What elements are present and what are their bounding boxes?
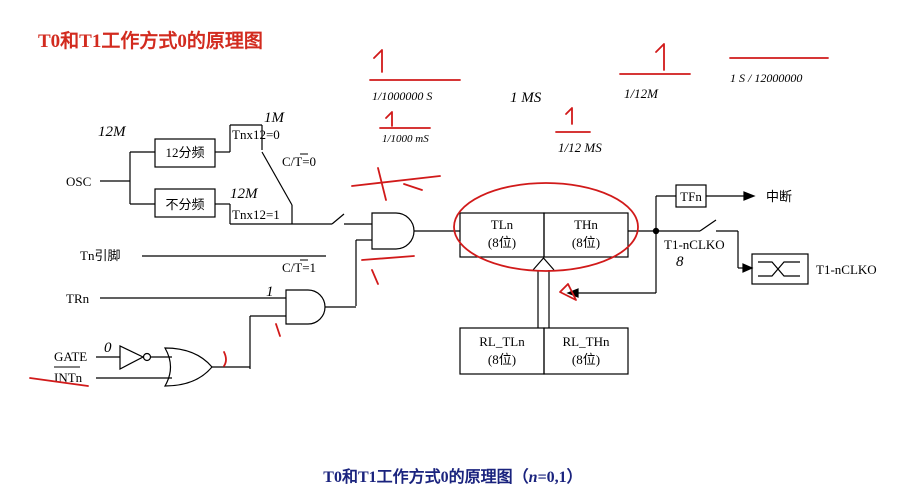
hw-1-12m-text: 1/12M — [624, 86, 659, 101]
nodiv-label: 不分频 — [165, 197, 204, 212]
hw-1us-text: 1 MS — [510, 90, 542, 106]
hw-ms-num — [385, 111, 393, 127]
intn-label: INTn — [54, 370, 83, 385]
hw-frac1-num — [373, 49, 383, 73]
hw-0-text: 0 — [104, 340, 112, 356]
hw-or-mark — [223, 351, 227, 367]
caption-suffix: =0,1） — [537, 469, 583, 486]
and-gate-1 — [371, 212, 415, 250]
or-gate — [163, 347, 213, 387]
hw-1m-text: 1M — [264, 110, 286, 126]
interrupt-arrow-head — [743, 191, 756, 201]
tfn-label: TFn — [680, 189, 702, 204]
clko-mid-label: T1-nCLKO — [664, 237, 725, 252]
caption-prefix: T0和T1工作方式0的原理图（ — [323, 469, 529, 486]
hw-1-text: 1 — [266, 284, 274, 300]
clko-switch-blade — [699, 219, 717, 232]
hw-1s-text: 1 S / 12000000 — [730, 71, 802, 85]
tnx12-1-label: Tnx12=1 — [232, 207, 280, 222]
clko-arrow-head — [742, 263, 754, 273]
rl-thn-box — [543, 327, 629, 375]
caption-n: n — [528, 469, 538, 486]
and-gate-2 — [285, 289, 326, 325]
hw-intn-underline — [29, 377, 89, 387]
hw-triangle — [559, 283, 577, 301]
thn-label: THn — [574, 217, 598, 232]
thn-box — [543, 212, 629, 258]
hw-frac1-text: 1/1000000 S — [372, 89, 432, 103]
ct-1-label: C/T=1 — [282, 260, 316, 275]
interrupt-label: 中断 — [766, 189, 792, 204]
div12-box — [154, 138, 216, 168]
hw-tick-1 — [275, 323, 281, 337]
tln-bits-label: (8位) — [488, 235, 516, 250]
tnx12-0-label: Tnx12=0 — [232, 127, 280, 142]
hw-1-12us-num — [565, 107, 573, 125]
reload-arrow-head — [532, 257, 555, 271]
osc-label: OSC — [66, 174, 91, 189]
hw-ms-text: 1/1000 mS — [382, 133, 429, 145]
not-gate — [119, 345, 145, 370]
rl-tln-label: RL_TLn — [479, 334, 525, 349]
toggle-box — [751, 253, 809, 285]
trn-label: TRn — [66, 291, 90, 306]
tnx12-switch-blade — [261, 151, 293, 206]
hw-1-12us-text: 1/12 MS — [558, 140, 602, 155]
rl-tln-bits-label: (8位) — [488, 352, 516, 367]
hw-clock-arrow — [351, 167, 441, 201]
rl-thn-bits-label: (8位) — [572, 352, 600, 367]
hw-12m-b-text: 12M — [230, 186, 259, 202]
nodiv-box — [154, 188, 216, 218]
div12-label: 12分频 — [165, 145, 204, 160]
clko-right-label: T1-nCLKO — [816, 262, 877, 277]
gate-label: GATE — [54, 349, 87, 364]
ct-0-label: C/T=0 — [282, 154, 316, 169]
hw-12m-text: 12M — [98, 124, 127, 140]
ct-switch-blade — [331, 213, 345, 225]
tln-label: TLn — [491, 217, 514, 232]
not-bubble — [142, 352, 152, 362]
caption: T0和T1工作方式0的原理图（n=0,1） — [0, 463, 906, 487]
hw-1-12m-num — [655, 43, 665, 71]
toggle-symbol — [758, 261, 800, 277]
register-circle-annotation — [453, 182, 639, 272]
tn-pin-label: Tn引脚 — [80, 248, 120, 263]
hw-8-text: 8 — [676, 254, 684, 270]
thn-bits-label: (8位) — [572, 235, 600, 250]
rl-thn-label: RL_THn — [563, 334, 610, 349]
hw-and-mark — [361, 255, 415, 285]
page-title: T0和T1工作方式0的原理图 — [38, 31, 263, 52]
